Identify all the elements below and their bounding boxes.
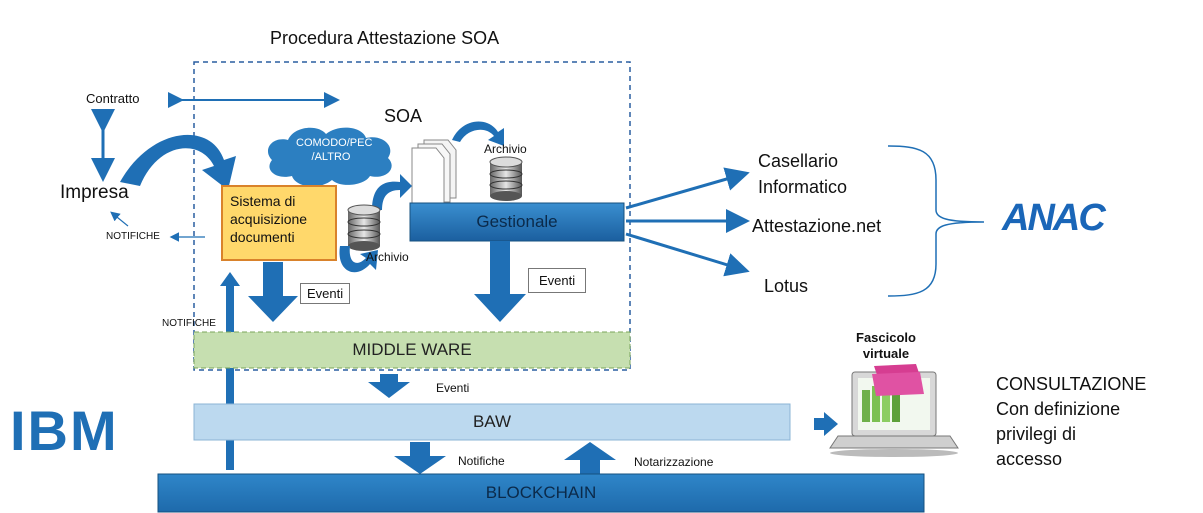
gestionale-label: Gestionale bbox=[476, 212, 558, 231]
archivio-mid-label: Archivio bbox=[366, 250, 409, 264]
middleware-bar bbox=[193, 331, 631, 369]
sistema-box bbox=[221, 185, 337, 261]
to-archivio-arrow bbox=[452, 121, 504, 146]
soa-label: SOA bbox=[384, 106, 423, 126]
notarizzazione-label: Notarizzazione bbox=[634, 455, 714, 469]
baw-to-fascicolo-arrow bbox=[814, 412, 838, 436]
notifiche-small-label: NOTIFICHE bbox=[106, 231, 160, 242]
middleware-label: MIDDLE WARE bbox=[352, 340, 472, 359]
notarizzazione-up-arrow bbox=[564, 442, 616, 474]
documents-icon bbox=[411, 139, 457, 207]
soa-boundary bbox=[193, 61, 631, 371]
archivio-db-mid-icon bbox=[347, 204, 381, 251]
diagram-title: Procedura Attestazione SOA bbox=[270, 28, 500, 48]
sistema-label: Sistema di acquisizione documenti bbox=[230, 193, 308, 245]
notifiche-left-label: NOTIFICHE bbox=[162, 318, 216, 329]
laptop-icon bbox=[829, 364, 959, 457]
notifiche-up-arrow bbox=[220, 272, 240, 470]
to-archivio-mid-arrow bbox=[339, 246, 378, 273]
gestionale-box bbox=[409, 202, 625, 242]
to-documents-arrow bbox=[372, 174, 412, 210]
casellario-label: Casellario Informatico bbox=[758, 151, 848, 197]
attestazione-label: Attestazione.net bbox=[752, 216, 882, 236]
to-lotus-arrow bbox=[625, 232, 750, 277]
eventi-label-3: Eventi bbox=[436, 381, 470, 395]
cloud-shape bbox=[267, 127, 392, 187]
middleware-to-baw-arrow bbox=[368, 374, 410, 398]
gestionale-down-arrow bbox=[474, 241, 526, 322]
fascicolo-label: Fascicolo virtuale bbox=[856, 330, 916, 361]
baw-bar bbox=[193, 403, 791, 441]
eventi-box-1: Eventi bbox=[300, 283, 351, 304]
contratto-label: Contratto bbox=[86, 91, 140, 106]
baw-label: BAW bbox=[472, 412, 512, 431]
sistema-down-arrow bbox=[248, 262, 298, 322]
lotus-label: Lotus bbox=[764, 276, 809, 296]
archivio-db-top-icon bbox=[489, 156, 523, 201]
to-casellario-arrow bbox=[625, 167, 750, 210]
consultazione-label: CONSULTAZIONE Con definizione privilegi … bbox=[996, 374, 1147, 469]
notifiche-bottom-label: Notifiche bbox=[458, 454, 505, 468]
notifiche-arrow-1 bbox=[110, 211, 129, 227]
eventi-box-2: Eventi bbox=[528, 268, 587, 293]
anac-logo: ANAC bbox=[1002, 197, 1106, 239]
cloud-label: COMODO/PEC /ALTRO bbox=[296, 137, 373, 163]
brace bbox=[887, 145, 985, 297]
impresa-label: Impresa bbox=[60, 182, 129, 203]
ibm-logo: IBM bbox=[10, 399, 119, 462]
notifiche-down-arrow bbox=[394, 442, 446, 474]
impresa-curved-arrow bbox=[120, 134, 236, 190]
blockchain-bar bbox=[157, 473, 925, 513]
blockchain-label: BLOCKCHAIN bbox=[485, 483, 597, 502]
archivio-top-label: Archivio bbox=[484, 142, 527, 156]
